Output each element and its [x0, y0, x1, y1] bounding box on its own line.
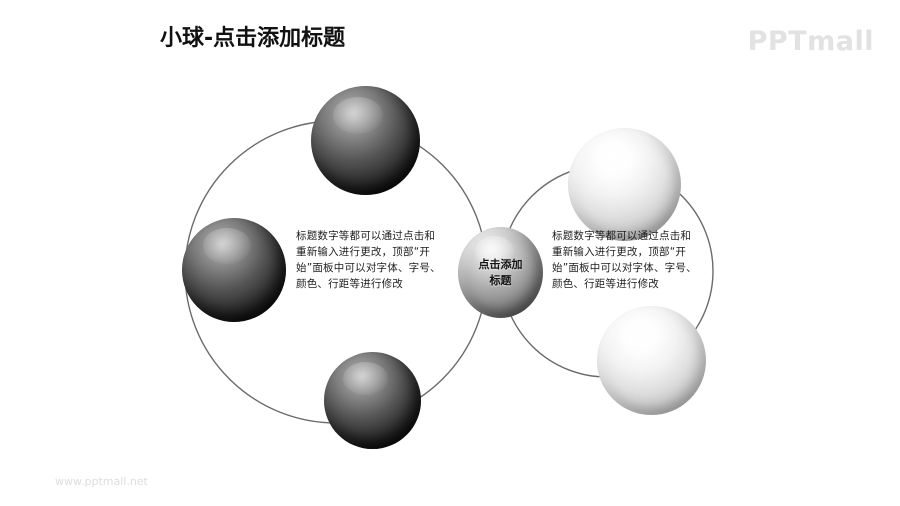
sphere-highlight-icon	[618, 316, 669, 354]
right-group-text[interactable]: 标题数字等都可以通过点击和重新输入进行更改，顶部“开始”面板中可以对字体、字号、…	[552, 230, 697, 290]
node-top-right[interactable]	[568, 128, 681, 241]
node-bottom-right[interactable]	[597, 306, 706, 415]
pptmall-logo: PPTmall	[747, 26, 874, 57]
sphere-highlight-icon	[202, 228, 251, 264]
node-left[interactable]	[182, 218, 286, 322]
node-top-left[interactable]	[311, 86, 420, 195]
sphere-highlight-icon	[343, 361, 388, 395]
page-title: 小球-点击添加标题	[160, 26, 346, 51]
node-bottom-left[interactable]	[324, 352, 421, 449]
sphere-highlight-icon	[590, 139, 643, 178]
center-node[interactable]: 点击添加 标题	[458, 227, 543, 318]
sphere-highlight-icon	[475, 236, 515, 268]
footer-url: www.pptmall.net	[55, 475, 148, 488]
left-group-text[interactable]: 标题数字等都可以通过点击和重新输入进行更改，顶部“开始”面板中可以对字体、字号、…	[296, 230, 441, 290]
center-node-label-line1: 点击添加	[478, 257, 523, 271]
center-node-label-line2: 标题	[489, 273, 512, 287]
center-node-label: 点击添加 标题	[458, 257, 543, 289]
sphere-highlight-icon	[332, 96, 383, 134]
